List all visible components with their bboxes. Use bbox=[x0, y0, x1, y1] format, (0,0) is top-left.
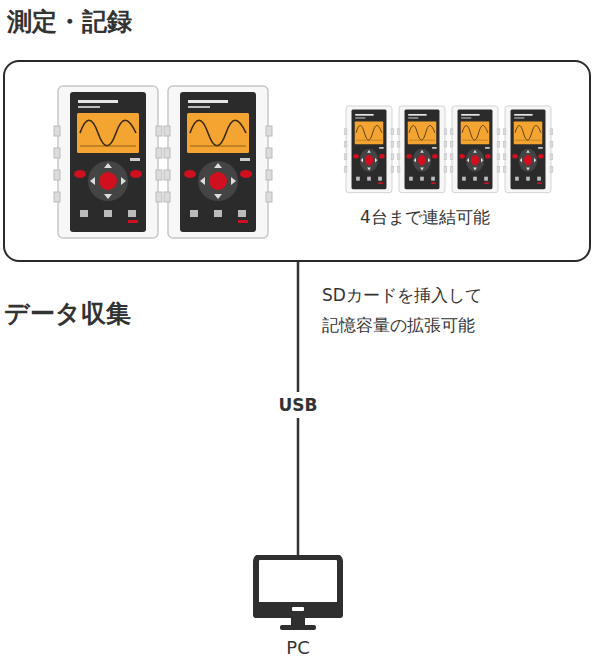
section-heading: 測定・記録 bbox=[7, 5, 132, 38]
monitor-bezel bbox=[253, 602, 343, 618]
monitor-dot bbox=[292, 607, 304, 611]
edge-label: USB bbox=[272, 392, 323, 418]
group-caption: 4台まで連結可能 bbox=[360, 206, 490, 229]
monitor-icon bbox=[248, 555, 348, 635]
note-text: SDカードを挿入して 記憶容量の拡張可能 bbox=[322, 280, 494, 340]
section-heading: データ収集 bbox=[4, 298, 204, 330]
device-group-box: 測定・記録4台まで連結可能 bbox=[3, 60, 591, 262]
pc-label: PC bbox=[248, 637, 348, 658]
pc-node: PC bbox=[248, 555, 348, 663]
monitor-base bbox=[280, 625, 316, 630]
